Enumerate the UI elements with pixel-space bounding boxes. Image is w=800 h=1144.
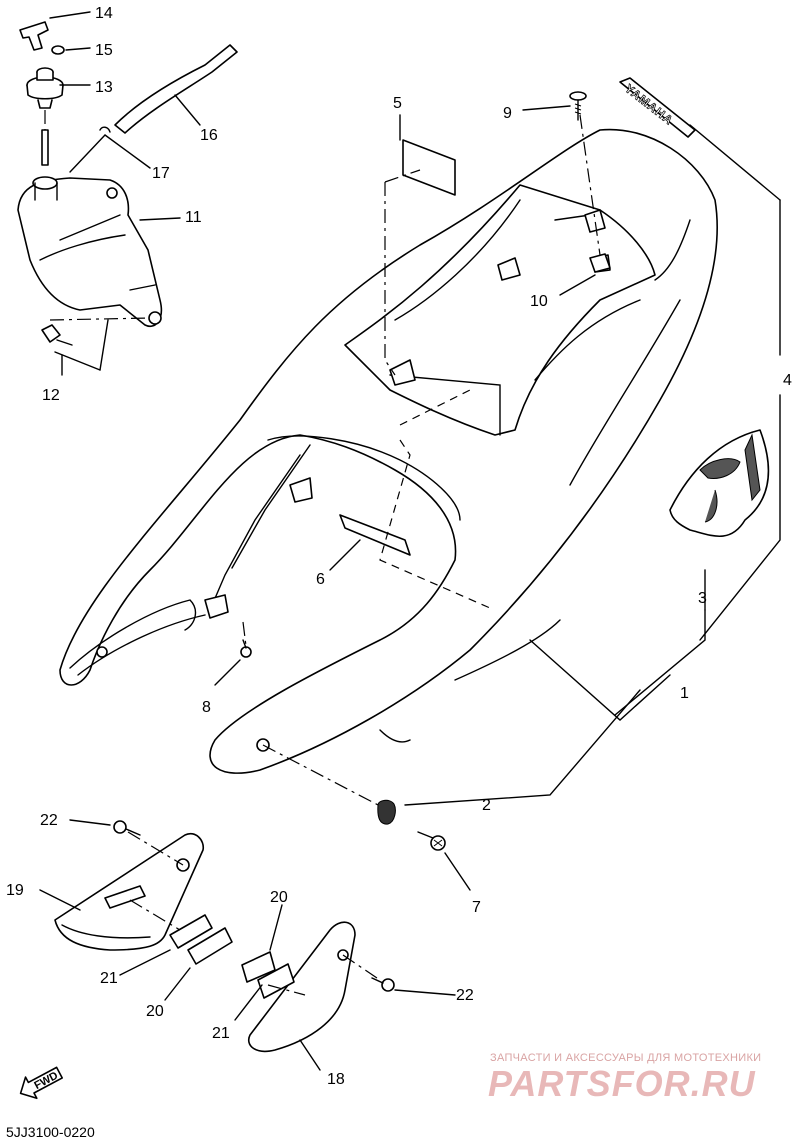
reservoir-tank-part: [17, 176, 163, 327]
callout-3: 3: [698, 590, 707, 607]
callout-9: 9: [503, 105, 512, 122]
callout-12: 12: [42, 387, 60, 404]
strip-part-21-right: [257, 963, 295, 999]
fwd-arrow-icon: FWD: [19, 1066, 64, 1100]
callout-11: 11: [185, 209, 202, 226]
callout-18: 18: [327, 1071, 345, 1088]
diagram-code: 5JJ3100-0220: [6, 1124, 95, 1140]
label-strip-part-6: [339, 514, 411, 556]
elbow-part-14: [19, 21, 49, 51]
screw-part-9: [569, 91, 587, 121]
r1-decal-part: [669, 429, 770, 537]
callout-2: 2: [482, 797, 491, 814]
hose-part-16: [114, 44, 238, 134]
fwd-label: FWD: [32, 1070, 60, 1092]
callout-17: 17: [152, 165, 170, 182]
yamaha-logo-text: YAMAHA: [622, 81, 676, 127]
callout-8: 8: [202, 699, 211, 716]
clip-part-15: [51, 45, 65, 55]
callout-10: 10: [530, 293, 548, 310]
strip-part-21-left: [169, 914, 213, 949]
callout-20-right: 20: [270, 889, 288, 906]
watermark-caption: ЗАПЧАСТИ И АКСЕССУАРЫ ДЛЯ МОТОТЕХНИКИ: [490, 1052, 761, 1064]
label-plate-part-5: [402, 139, 456, 196]
callout-16: 16: [200, 127, 218, 144]
strip-part-20-left: [187, 927, 233, 965]
bolt-part-12: [41, 324, 73, 346]
callout-13: 13: [95, 79, 113, 96]
seat-cowling-part: [59, 128, 718, 774]
side-cover-part-19: [54, 832, 205, 951]
clamp-part-17: [99, 126, 111, 133]
callout-7: 7: [472, 899, 481, 916]
screw-part-22-right: [371, 977, 395, 992]
callout-15: 15: [95, 42, 113, 59]
strip-part-20-right: [241, 951, 276, 983]
callout-22-right: 22: [456, 987, 474, 1004]
callout-5: 5: [393, 95, 402, 112]
callout-20-left: 20: [146, 1003, 164, 1020]
callout-21-left: 21: [100, 970, 118, 987]
callout-4: 4: [783, 372, 792, 389]
yamaha-emblem-part: YAMAHA: [619, 77, 696, 138]
watermark-brand: PARTSFOR.RU: [488, 1063, 756, 1104]
grommet-part-2: [377, 799, 396, 825]
cap-part-13: [26, 67, 64, 166]
screw-part-22-left: [113, 820, 141, 836]
callout-19: 19: [6, 882, 24, 899]
callout-21-right: 21: [212, 1025, 230, 1042]
callout-14: 14: [95, 5, 113, 22]
bolt-part-8: [240, 639, 252, 658]
callout-22-left: 22: [40, 812, 58, 829]
screw-part-7: [417, 831, 446, 851]
side-cover-part-18: [248, 921, 356, 1053]
callout-6: 6: [316, 571, 325, 588]
nut-part-10: [589, 253, 611, 273]
callout-1: 1: [680, 685, 689, 702]
